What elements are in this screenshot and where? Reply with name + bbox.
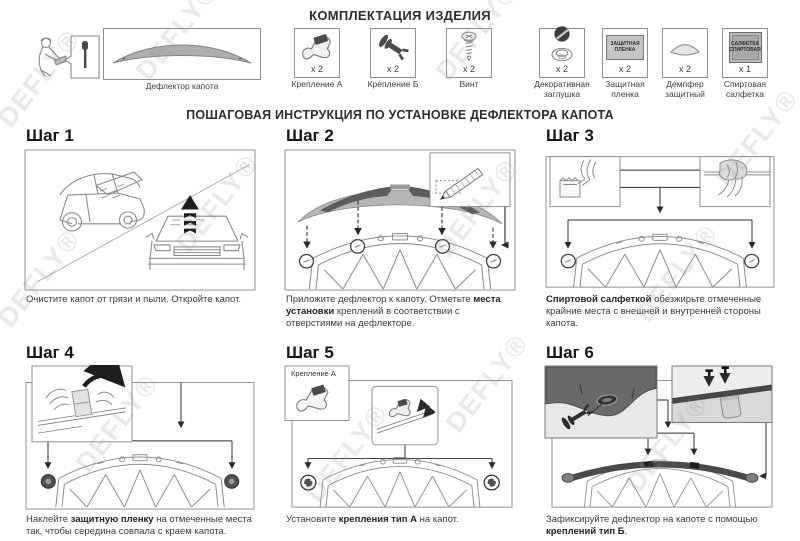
deflector-icon [112, 44, 252, 64]
step-2-illustration [284, 149, 516, 291]
instruction-sheet: КОМПЛЕКТАЦИЯ ИЗДЕЛИЯ Дефлектор капота [0, 8, 800, 539]
step-1: Шаг 1 [24, 124, 256, 331]
count: x 2 [386, 64, 399, 75]
step-4-illustration [25, 365, 255, 510]
step-3: Шаг 3 [544, 124, 776, 331]
step-4-caption: Наклейте защитную пленку на отмеченные м… [26, 514, 252, 538]
step-2-caption: Приложите дефлектор к капоту. Отметьте м… [286, 293, 501, 330]
plug-icon [551, 26, 573, 62]
count: x 2 [462, 64, 475, 75]
step-5-caption: Установите крепления тип А на капот. [286, 514, 459, 526]
component-deflector-label: Дефлектор капота [145, 81, 219, 91]
steps-grid: Шаг 1 [0, 124, 800, 539]
step-5: Шаг 5 Крепление А [284, 341, 516, 539]
step-3-caption: Спиртовой салфеткой обезжирьте отмеченны… [546, 293, 762, 330]
count: x 2 [310, 64, 323, 75]
step-1-caption: Очистите капот от грязи и пыли. Откройте… [26, 293, 242, 305]
step-6-caption: Зафиксируйте дефлектор на капоте с помощ… [546, 514, 758, 538]
kit-row: Дефлектор капота x 2 Крепление А [0, 26, 800, 102]
kit-title: КОМПЛЕКТАЦИЯ ИЗДЕЛИЯ [309, 8, 491, 23]
component-clip-b: x 2 Крепление Б [365, 28, 421, 90]
pin-icon [379, 34, 409, 61]
step-6-illustration [544, 365, 773, 508]
step-1-illustration [24, 149, 256, 291]
count: x 1 [738, 64, 751, 75]
clip-a-icon [302, 34, 331, 60]
component-plug: x 2 Декоративная заглушка [529, 26, 595, 100]
clip-a-inset-label: Крепление А [291, 369, 336, 379]
component-screw: x 2 Винт [441, 28, 497, 90]
component-deflector: Дефлектор капота [103, 28, 261, 92]
step-4: Шаг 4 [24, 341, 256, 539]
step-3-illustration [545, 155, 775, 288]
instructions-title: ПОШАГОВАЯ ИНСТРУКЦИЯ ПО УСТАНОВКЕ ДЕФЛЕК… [186, 108, 614, 122]
wipe-icon: САЛФЕТКА СПИРТОВАЯ [728, 31, 762, 63]
screw-icon [461, 31, 477, 62]
count: x 2 [555, 64, 568, 75]
step-6: Шаг 6 [544, 341, 776, 539]
component-damper: x 2 Демпфер защитный [655, 28, 715, 100]
component-clip-a: x 2 Крепление А [289, 28, 345, 90]
unpacking-person-illustration [38, 35, 100, 79]
component-wipe: САЛФЕТКА СПИРТОВАЯ x 1 Спиртовая салфетк… [715, 28, 775, 100]
count: x 2 [678, 64, 691, 75]
film-icon: ЗАЩИТНАЯ ПЛЕНКА [606, 34, 644, 60]
step-5-illustration [284, 365, 513, 508]
count: x 2 [618, 64, 631, 75]
component-deflector-box [103, 28, 261, 80]
component-film: ЗАЩИТНАЯ ПЛЕНКА x 2 Защитная пленка [595, 28, 655, 100]
damper-icon [670, 44, 700, 56]
step-2: Шаг 2 [284, 124, 516, 331]
